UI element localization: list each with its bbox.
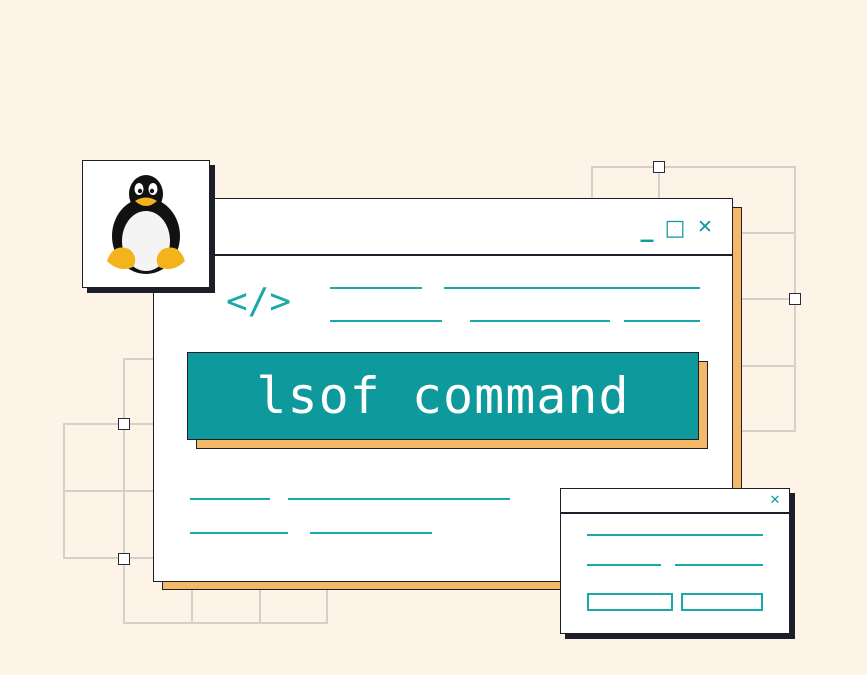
linux-tux-icon: [107, 175, 185, 274]
text-line: [587, 564, 661, 566]
maximize-button[interactable]: □: [664, 216, 686, 241]
resize-handle[interactable]: [653, 161, 665, 173]
code-icon: </>: [226, 281, 292, 322]
text-line: [330, 287, 422, 289]
dialog-close-button[interactable]: ✕: [769, 493, 781, 508]
minimize-button[interactable]: _: [640, 213, 654, 243]
title-bar-separator: [154, 254, 732, 256]
text-line: [444, 287, 700, 289]
text-line: [587, 534, 763, 536]
text-line: [310, 532, 432, 534]
resize-handle[interactable]: [789, 293, 801, 305]
banner-title-text: lsof command: [256, 367, 630, 425]
text-line: [288, 498, 510, 500]
text-line: [470, 320, 610, 322]
close-button[interactable]: ✕: [697, 216, 713, 238]
text-line: [624, 320, 700, 322]
dialog-button-primary[interactable]: [587, 593, 673, 611]
text-line: [330, 320, 442, 322]
text-line: [190, 498, 270, 500]
banner-title: lsof command: [187, 352, 699, 440]
dialog-title-bar-separator: [561, 512, 789, 514]
dialog-window: ✕: [560, 488, 790, 634]
logo-tile: [82, 160, 210, 288]
text-line: [190, 532, 288, 534]
text-line: [675, 564, 763, 566]
resize-handle[interactable]: [118, 553, 130, 565]
resize-handle[interactable]: [118, 418, 130, 430]
dialog-button-secondary[interactable]: [681, 593, 763, 611]
